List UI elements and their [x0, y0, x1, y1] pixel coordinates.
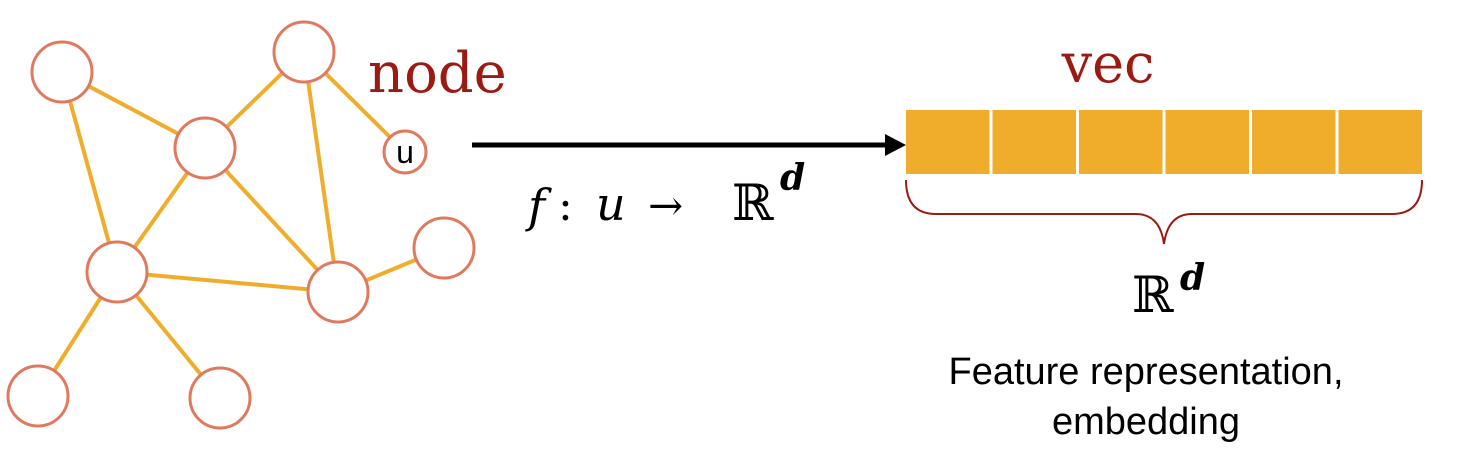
node-label: node	[368, 41, 507, 106]
caption-line-2: embedding	[1052, 401, 1240, 443]
graph-node	[272, 20, 336, 84]
graph-node	[85, 240, 149, 304]
mapping-formula: f : u → ℝ d	[525, 157, 805, 233]
vec-label: vec	[1061, 32, 1155, 95]
vector-cell	[1338, 110, 1422, 174]
graph-node	[30, 40, 94, 104]
vector-cell	[1165, 110, 1249, 174]
formula-space: ℝ	[732, 174, 774, 232]
graph-node	[6, 364, 70, 428]
target-node-label: u	[396, 134, 414, 170]
target-node-u: u	[382, 129, 428, 175]
graph-edge	[116, 270, 339, 294]
graph-nodes	[6, 20, 476, 430]
formula-u: u	[596, 177, 626, 231]
vector-cell	[906, 110, 990, 174]
vector-cell	[1252, 110, 1336, 174]
vector-brace	[905, 179, 1423, 245]
formula-arrow: →	[648, 181, 683, 230]
formula-colon: :	[558, 180, 573, 231]
mapping-arrow	[472, 134, 906, 156]
graph-node	[412, 216, 476, 280]
vector-exponent: d	[1180, 257, 1205, 299]
target-node-circle	[382, 129, 428, 175]
caption-line-1: Feature representation,	[948, 351, 1343, 393]
vector-cell	[1079, 110, 1163, 174]
graph-edge	[302, 51, 340, 293]
formula-exponent: d	[780, 157, 805, 199]
mapping-arrow-head	[885, 134, 906, 156]
vector-cell	[992, 110, 1076, 174]
embedding-vector	[906, 110, 1422, 174]
graph-edge	[60, 71, 119, 273]
formula-f: f	[525, 179, 552, 233]
graph-node	[306, 260, 370, 324]
vector-space: ℝ	[1132, 266, 1174, 324]
graph-node	[173, 116, 237, 180]
graph-node	[188, 366, 252, 430]
vector-dimension: ℝ d	[1132, 257, 1205, 324]
graph-edge	[203, 146, 340, 294]
